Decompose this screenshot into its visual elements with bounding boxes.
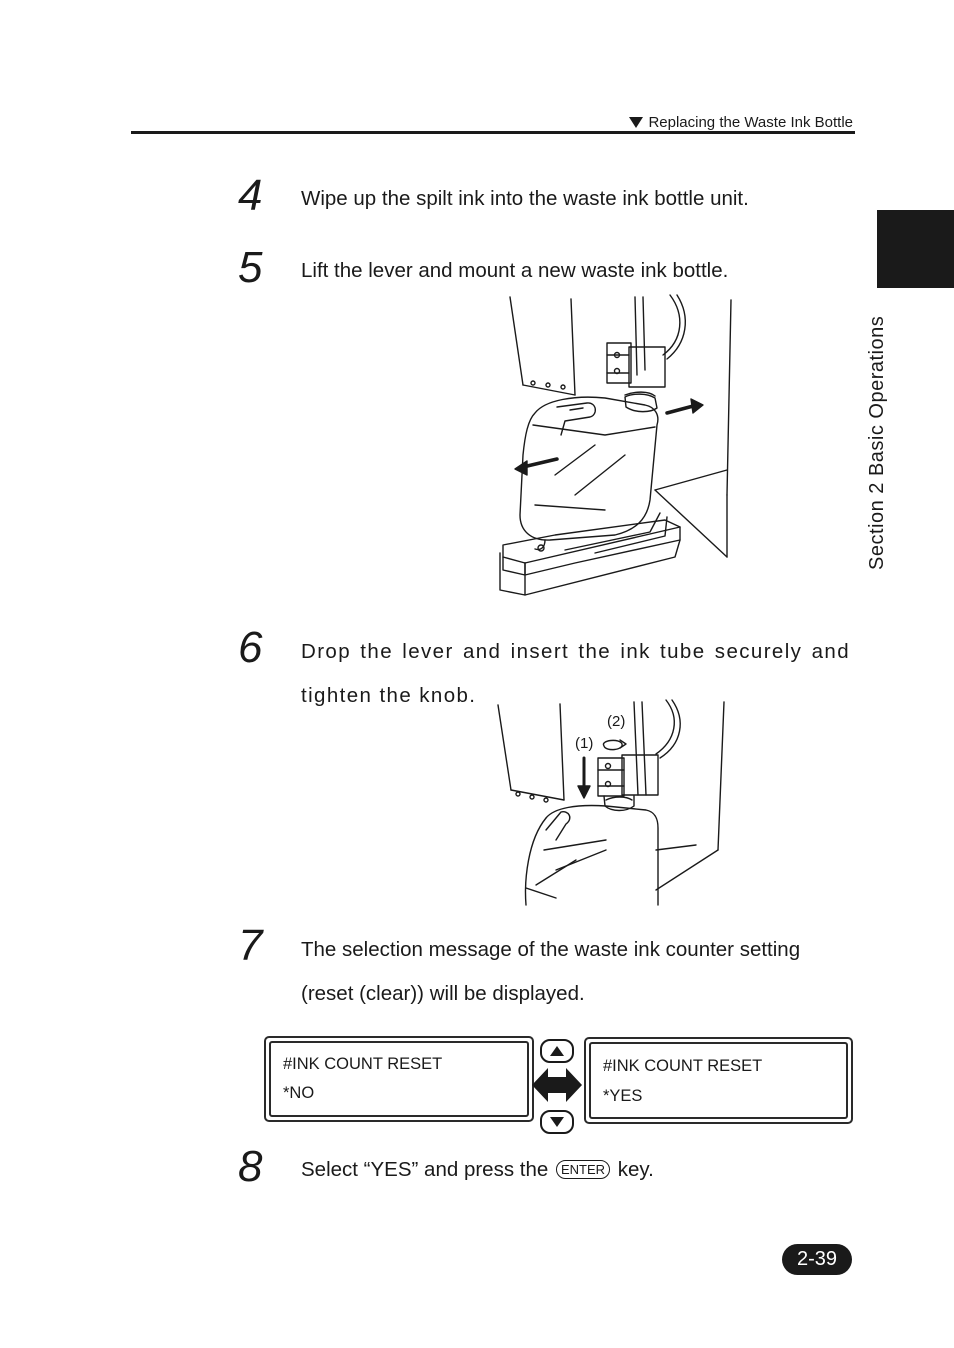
step-number-6: 6 xyxy=(238,623,263,672)
step-text-5: Lift the lever and mount a new waste ink… xyxy=(301,259,729,282)
section-title: Replacing the Waste Ink Bottle xyxy=(648,114,853,131)
triangle-down-icon xyxy=(629,117,644,128)
header-rule xyxy=(131,131,855,134)
lcd-left-line1: #INK COUNT RESET xyxy=(283,1055,443,1073)
step-8-text-after: key. xyxy=(617,1158,654,1181)
triangle-down-icon xyxy=(550,1117,564,1127)
down-key-button[interactable] xyxy=(540,1110,574,1134)
tube-insert-illustration xyxy=(497,699,725,906)
section-tab-marker xyxy=(877,210,954,288)
lcd-display-frame: #INK COUNT RESET *YES xyxy=(589,1042,848,1119)
step-number-4: 4 xyxy=(238,171,263,220)
step-text-8: Select “YES” and press the ENTER key. xyxy=(301,1148,851,1192)
double-arrow-icon xyxy=(532,1068,582,1102)
running-header: Replacing the Waste Ink Bottle xyxy=(629,114,853,131)
lcd-display-frame: #INK COUNT RESET *NO xyxy=(269,1041,529,1117)
step-number-5: 5 xyxy=(238,243,263,292)
step-text-4: Wipe up the spilt ink into the waste ink… xyxy=(301,187,749,210)
enter-key-icon: ENTER xyxy=(555,1160,611,1179)
lcd-right-line1: #INK COUNT RESET xyxy=(603,1057,763,1075)
lcd-display-no: #INK COUNT RESET *NO xyxy=(264,1036,534,1122)
figure-label-1: (1) xyxy=(575,735,594,752)
step-number-7: 7 xyxy=(238,921,263,970)
step-8-text-before: Select “YES” and press the xyxy=(301,1158,549,1181)
up-key-button[interactable] xyxy=(540,1039,574,1063)
figure-label-2: (2) xyxy=(607,713,626,730)
page-number-badge: 2-39 xyxy=(782,1244,852,1275)
step-number-8: 8 xyxy=(238,1142,263,1191)
step-text-6: Drop the lever and insert the ink tube s… xyxy=(301,640,850,707)
lcd-right-line2: *YES xyxy=(603,1087,643,1105)
triangle-up-icon xyxy=(550,1046,564,1056)
step-text-7: The selection message of the waste ink c… xyxy=(301,938,801,1005)
bottle-mount-illustration xyxy=(499,294,732,596)
section-side-label: Section 2 Basic Operations xyxy=(866,315,888,570)
lcd-display-yes: #INK COUNT RESET *YES xyxy=(584,1037,853,1124)
lcd-left-line2: *NO xyxy=(283,1084,315,1102)
